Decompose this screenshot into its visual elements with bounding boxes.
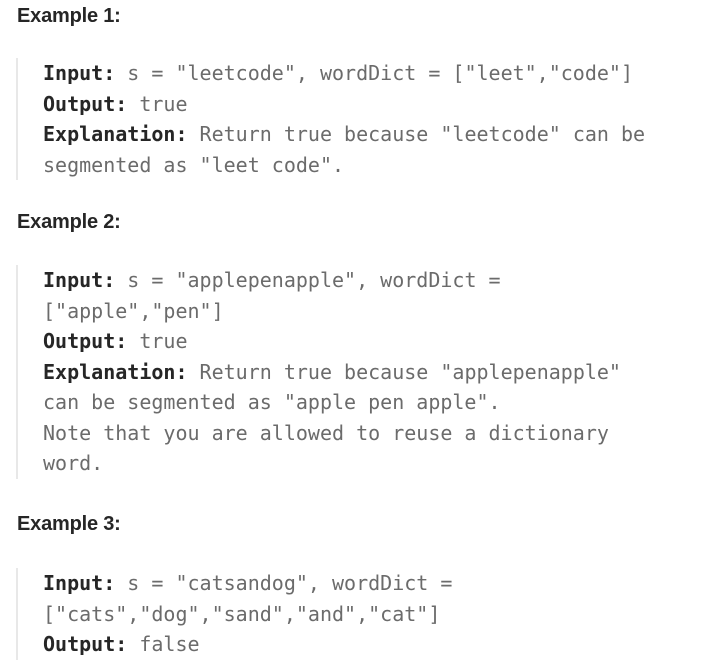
input-value: s = "applepenapple", wordDict = (115, 268, 501, 292)
explanation-label: Explanation: (43, 359, 188, 384)
example-3-block: Input: s = "catsandog", wordDict = ["cat… (16, 568, 688, 660)
explanation-label: Explanation: (43, 122, 188, 146)
output-label: Output: (43, 91, 128, 116)
code-line: Output: false (43, 629, 688, 660)
code-line: Note that you are allowed to reuse a dic… (43, 418, 688, 449)
explanation-text: Note that you are allowed to reuse a dic… (43, 420, 609, 445)
code-line: Explanation: Return true because "leetco… (43, 119, 688, 150)
code-line: Explanation: Return true because "applep… (43, 357, 688, 388)
output-value: false (127, 632, 200, 656)
code-line: ["apple","pen"] (43, 296, 688, 327)
explanation-text: Return true because "applepenapple" (187, 359, 621, 384)
explanation-text: segmented as "leet code". (43, 152, 345, 177)
code-line: Input: s = "leetcode", wordDict = ["leet… (43, 58, 688, 89)
code-line: Input: s = "catsandog", wordDict = (43, 568, 688, 599)
input-value: ["cats","dog","sand","and","cat"] (43, 601, 441, 626)
code-line: Output: true (43, 326, 688, 357)
input-value: s = "leetcode", wordDict = ["leet","code… (115, 61, 634, 85)
code-line: word. (43, 448, 688, 479)
code-line: Input: s = "applepenapple", wordDict = (43, 265, 688, 296)
example-1-block: Input: s = "leetcode", wordDict = ["leet… (16, 58, 688, 180)
code-line: Output: true (43, 89, 688, 120)
example-2-title: Example 2: (17, 211, 121, 233)
input-value: s = "catsandog", wordDict = (115, 571, 453, 595)
example-3-title: Example 3: (17, 513, 121, 535)
input-value: ["apple","pen"] (43, 298, 224, 323)
example-2-block: Input: s = "applepenapple", wordDict = [… (16, 265, 688, 479)
input-label: Input: (43, 571, 116, 595)
input-label: Input: (43, 268, 116, 292)
output-label: Output: (43, 329, 128, 353)
output-value: true (127, 91, 188, 116)
code-line: ["cats","dog","sand","and","cat"] (43, 599, 688, 630)
code-line: can be segmented as "apple pen apple". (43, 387, 688, 418)
output-label: Output: (43, 632, 128, 656)
code-line: segmented as "leet code". (43, 150, 688, 181)
output-value: true (127, 329, 188, 353)
example-1-title: Example 1: (17, 5, 121, 27)
explanation-text: Return true because "leetcode" can be (187, 122, 646, 146)
input-label: Input: (43, 61, 116, 85)
explanation-text: can be segmented as "apple pen apple". (43, 390, 501, 414)
explanation-text: word. (43, 451, 104, 475)
